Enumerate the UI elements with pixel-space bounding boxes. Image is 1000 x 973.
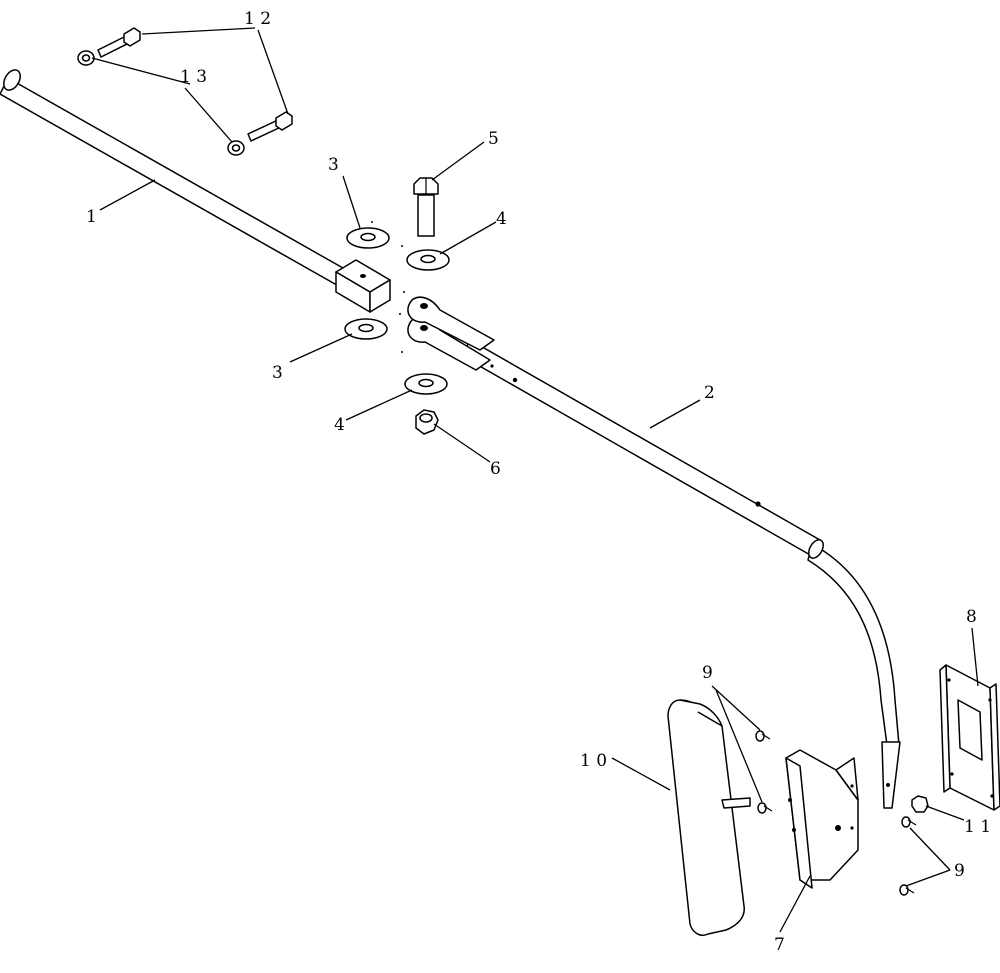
callout-4b: 4 — [334, 415, 345, 435]
leader-7 — [779, 875, 811, 933]
part-9-screw-a — [755, 730, 771, 742]
leader-4a — [439, 221, 497, 255]
callout-4a: 4 — [496, 209, 507, 229]
part-12-bolt-upper — [97, 27, 141, 58]
callout-10: 1 0 — [580, 751, 607, 771]
part-3-washer-upper — [346, 227, 390, 249]
callout-8: 8 — [966, 607, 977, 627]
part-9-screw-c — [901, 816, 917, 828]
part-2-clevis — [407, 296, 495, 371]
callout-12: 1 2 — [244, 9, 271, 29]
part-7-bracket — [785, 749, 859, 889]
leader-6 — [433, 423, 491, 463]
callout-9b: 9 — [954, 861, 965, 881]
part-5-bolt — [413, 177, 439, 237]
leader-12a — [141, 27, 256, 35]
leader-11 — [925, 805, 965, 821]
leader-lines — [91, 27, 979, 933]
leader-8 — [971, 627, 979, 687]
part-11-nut — [911, 795, 929, 813]
leader-13b — [184, 87, 233, 143]
callout-7: 7 — [774, 935, 785, 955]
callout-3b: 3 — [272, 363, 283, 383]
leader-13a — [91, 57, 191, 85]
leader-4b — [345, 389, 413, 421]
part-6-nut — [415, 409, 439, 435]
callout-3a: 3 — [328, 155, 339, 175]
part-4-washer-lower — [404, 373, 448, 395]
leader-1 — [99, 179, 156, 211]
leader-9b — [715, 689, 763, 803]
part-4-washer-upper — [406, 249, 450, 271]
part-13-nut-upper — [77, 50, 95, 66]
leader-9d — [905, 869, 951, 887]
leader-9a — [711, 685, 761, 731]
leader-3b — [289, 333, 353, 363]
part-9-screw-d — [899, 884, 915, 896]
leader-2 — [649, 399, 701, 429]
leader-12b — [257, 29, 289, 115]
part-13-nut-lower — [227, 140, 245, 156]
callouts: 1 2 3 3 4 4 5 6 7 8 9 9 1 0 1 1 1 2 1 3 — [86, 9, 991, 955]
leader-10 — [611, 757, 671, 791]
part-2-arm — [461, 339, 901, 809]
centerline-dots — [371, 221, 405, 353]
callout-5: 5 — [488, 129, 499, 149]
part-12-bolt-lower — [247, 111, 293, 142]
callout-2: 2 — [704, 383, 715, 403]
callout-6: 6 — [490, 459, 501, 479]
part-3-washer-lower — [344, 318, 388, 340]
callout-11: 1 1 — [964, 817, 991, 837]
callout-9a: 9 — [702, 663, 713, 683]
part-10-pad — [667, 699, 751, 936]
part-9-screw-b — [757, 802, 773, 814]
part-1-block — [335, 259, 391, 313]
leader-5 — [431, 141, 485, 181]
part-8-plate — [939, 664, 1000, 811]
callout-13: 1 3 — [180, 67, 207, 87]
leader-3a — [342, 175, 361, 229]
leader-9c — [909, 827, 951, 871]
callout-1: 1 — [86, 207, 97, 227]
part-1-tube — [0, 69, 351, 289]
